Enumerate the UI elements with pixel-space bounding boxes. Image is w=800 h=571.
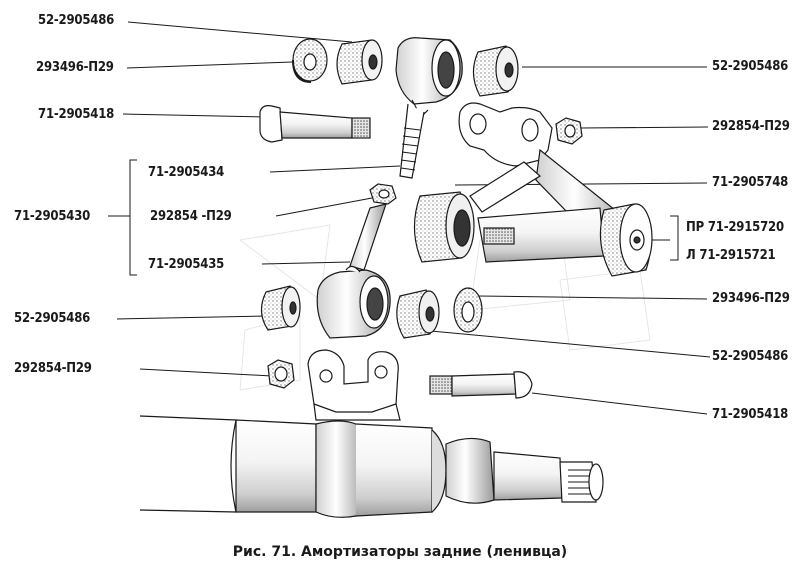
nut-top-right xyxy=(555,117,583,145)
label-washer-293496-lower-right: 293496-П29 xyxy=(712,291,790,306)
label-washer-293496-top-left: 293496-П29 xyxy=(36,60,114,75)
label-assembly-71-2905430: 71-2905430 xyxy=(14,209,91,224)
label-bushing-52-2905486-lower-left: 52-2905486 xyxy=(14,311,91,326)
nut-middle xyxy=(369,183,397,205)
label-eye-stud-71-2905435: 71-2905435 xyxy=(148,257,225,272)
washer-top-left xyxy=(292,38,328,83)
label-nut-292854-middle: 292854 -П29 xyxy=(150,209,232,224)
eye-stud-lower xyxy=(316,203,391,339)
label-bushing-52-2905486-top-right: 52-2905486 xyxy=(712,59,789,74)
eye-stud-upper xyxy=(395,37,463,179)
bushing-top-right xyxy=(472,45,519,97)
label-bracket-71-2905748: 71-2905748 xyxy=(712,175,789,190)
label-shaft-right-71-2915720: ПР 71-2915720 xyxy=(686,220,784,235)
label-eye-stud-71-2905434: 71-2905434 xyxy=(148,165,225,180)
pin-upper xyxy=(259,105,371,143)
label-nut-292854-lower-left: 292854-П29 xyxy=(14,361,92,376)
label-bushing-52-2905486-lower-right: 52-2905486 xyxy=(712,349,789,364)
washer-lower xyxy=(453,287,483,333)
nut-lower-left xyxy=(267,359,295,389)
shaft-assembly xyxy=(413,191,653,277)
axle-tube xyxy=(139,415,604,518)
bushing-lower-left xyxy=(260,285,301,331)
label-nut-292854-top-right: 292854-П29 xyxy=(712,119,790,134)
bushing-lower-middle xyxy=(396,289,440,339)
figure-caption: Рис. 71. Амортизаторы задние (ленивца) xyxy=(232,544,568,560)
label-bushing-52-2905486-top-left: 52-2905486 xyxy=(38,13,115,28)
bushing-top-left xyxy=(336,39,383,85)
label-shaft-left-71-2915721: Л 71-2915721 xyxy=(686,248,776,263)
pin-lower xyxy=(429,371,533,399)
label-pin-71-2905418-upper: 71-2905418 xyxy=(38,107,115,122)
label-pin-71-2905418-lower: 71-2905418 xyxy=(712,407,789,422)
frame-bracket xyxy=(307,349,401,421)
